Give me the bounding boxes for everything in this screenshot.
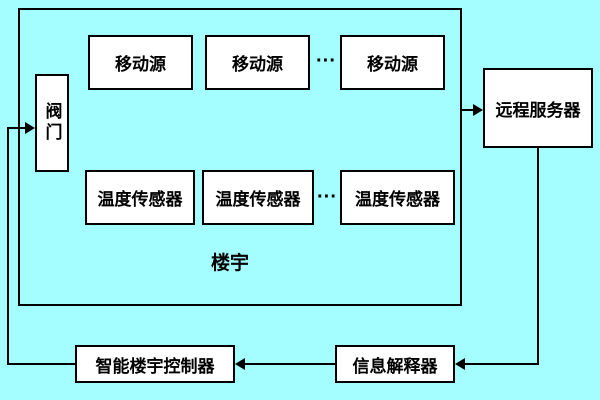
valve-box: 阀门 [35, 74, 69, 172]
temperature-sensor-label: 温度传感器 [215, 190, 301, 209]
arrow-to-valve [25, 122, 35, 134]
mobile-source-box-1: 移动源 [88, 35, 193, 90]
mobile-source-box-3: 移动源 [340, 35, 445, 90]
mobile-sources-ellipsis: ··· [316, 50, 336, 72]
controller-box: 智能楼宇控制器 [75, 345, 235, 383]
temperature-sensor-label: 温度传感器 [355, 190, 440, 209]
building-frame [18, 8, 462, 306]
conn-controller-left-line [7, 363, 77, 365]
temperature-sensor-box-2: 温度传感器 [202, 170, 314, 225]
temperature-sensor-box-1: 温度传感器 [85, 170, 195, 225]
remote-server-label: 远程服务器 [495, 100, 581, 120]
remote-server-box: 远程服务器 [483, 68, 593, 148]
interpreter-label: 信息解释器 [352, 356, 438, 376]
temperature-sensors-ellipsis: ··· [317, 186, 337, 208]
conn-valve-line [7, 127, 26, 129]
arrow-to-interpreter [455, 358, 465, 370]
mobile-source-label: 移动源 [115, 55, 166, 74]
conn-server-interpreter-line [464, 363, 539, 365]
arrow-to-controller [235, 358, 245, 370]
temperature-sensor-box-3: 温度传感器 [340, 170, 455, 225]
conn-interpreter-controller-line [245, 363, 335, 365]
mobile-source-box-2: 移动源 [205, 35, 310, 90]
conn-server-down-line [537, 148, 539, 365]
conn-building-server-line [462, 109, 475, 111]
temperature-sensor-label: 温度传感器 [97, 190, 183, 209]
building-label: 楼宇 [210, 253, 249, 274]
valve-label: 阀门 [42, 102, 62, 144]
mobile-source-label: 移动源 [367, 55, 418, 74]
controller-label: 智能楼宇控制器 [95, 356, 215, 376]
conn-left-up-line [7, 127, 9, 365]
arrow-building-to-server [473, 104, 483, 116]
mobile-source-label: 移动源 [232, 55, 283, 74]
interpreter-box: 信息解释器 [335, 345, 455, 383]
